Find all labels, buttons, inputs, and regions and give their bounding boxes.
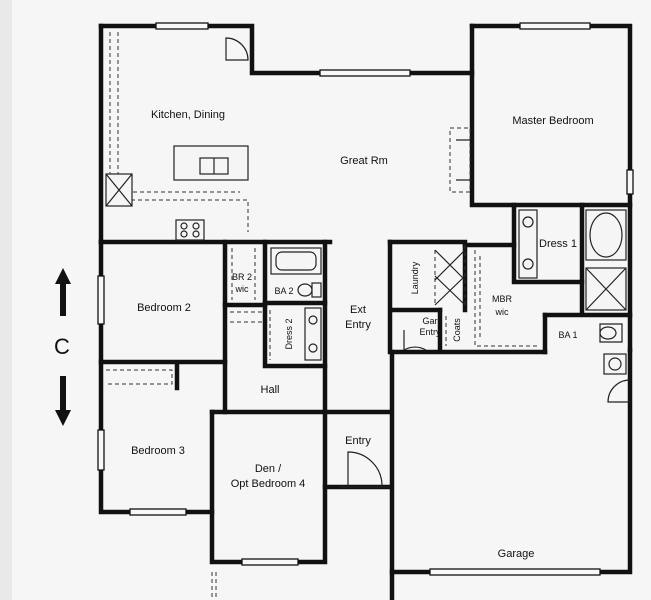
front-door (347, 451, 383, 487)
kitchen-counter-inner (117, 32, 240, 193)
dress1-vanity (518, 209, 538, 279)
label-den-line2: Opt Bedroom 4 (231, 478, 306, 490)
label-bedroom3: Bedroom 3 (131, 445, 185, 457)
laundry-shelves (434, 245, 466, 305)
cooktop (175, 219, 205, 241)
windows (97, 22, 634, 576)
down-arrow-icon (55, 376, 71, 426)
vanity-sink (522, 258, 534, 270)
ba2-toilet-tank (311, 282, 322, 298)
vanity-sink (522, 216, 534, 228)
window-great-room (319, 69, 411, 77)
label-ba1: BA 1 (558, 330, 577, 340)
up-arrow-icon (55, 268, 71, 316)
label-entry: Entry (345, 435, 371, 447)
room-labels: Kitchen, Dining Great Rm Master Bedroom … (131, 109, 594, 560)
window-kitchen (155, 22, 209, 30)
label-dress2: Dress 2 (284, 318, 294, 349)
label-hall: Hall (261, 384, 280, 396)
tub-basin (589, 212, 623, 258)
label-mbr-wic-line2: wic (495, 307, 509, 317)
garage-door (429, 568, 601, 576)
window-bedroom3-south (129, 508, 187, 516)
burner (180, 222, 188, 230)
label-coats: Coats (452, 318, 462, 342)
bedroom3-closet (106, 369, 173, 385)
burner (180, 230, 188, 238)
label-laundry: Laundry (410, 261, 420, 294)
label-den-line1: Den / (255, 463, 282, 475)
fireplace (449, 127, 471, 193)
label-kitchen: Kitchen, Dining (151, 109, 225, 121)
label-garage: Garage (498, 548, 535, 560)
water-heater-tank (608, 357, 622, 371)
wall-dress1 (511, 202, 585, 285)
label-gar-entry-line2: Entry (419, 327, 441, 337)
label-great-room: Great Rm (340, 155, 388, 167)
label-br2wic-line2: wic (235, 284, 249, 294)
label-ba2: BA 2 (274, 286, 293, 296)
window-master-east (626, 169, 634, 195)
kitchen-counter-outline (109, 32, 249, 232)
wall-master-west-south (469, 23, 633, 208)
laundry-machines (434, 249, 466, 306)
label-ext-entry-line1: Ext (350, 304, 366, 316)
gar-entry-door (403, 346, 427, 351)
label-mbr-wic-line1: MBR (492, 294, 513, 304)
ba2-tub-basin (275, 251, 317, 271)
water-heater (603, 353, 627, 375)
ba1-toilet-bowl (599, 326, 617, 340)
label-master-bedroom: Master Bedroom (512, 115, 593, 127)
label-dress1: Dress 1 (539, 238, 577, 250)
hall-linen (230, 311, 262, 323)
compass-letter: C (54, 334, 70, 359)
ba1-toilet-tank (599, 323, 623, 343)
garage-side-door (607, 379, 631, 403)
master-tub (585, 209, 627, 261)
ba2-sink (308, 315, 318, 325)
ba2-sink (308, 343, 318, 353)
fireplace-lines (456, 139, 470, 181)
label-bedroom2: Bedroom 2 (137, 302, 191, 314)
window-bedroom3-west (97, 429, 105, 471)
paper-sheet (12, 0, 651, 600)
label-ext-entry-line2: Entry (345, 319, 371, 331)
wall-ba2-west (262, 239, 328, 369)
walkway (211, 572, 217, 600)
window-bedroom2 (97, 275, 105, 325)
shower-x (585, 267, 627, 311)
orientation-marker: C (54, 268, 71, 426)
label-gar-entry-line1: Gar (422, 316, 437, 326)
kitchen-door-swing (225, 37, 249, 61)
label-br2wic-line1: BR 2 (232, 272, 252, 282)
window-den (241, 558, 299, 566)
mbr-wic-shelves (474, 250, 540, 347)
burner (192, 230, 200, 238)
refrigerator-x (105, 173, 133, 207)
br2-wic-shelves (231, 248, 256, 300)
fixtures (105, 32, 631, 600)
window-master (519, 22, 591, 30)
burner (192, 222, 200, 230)
